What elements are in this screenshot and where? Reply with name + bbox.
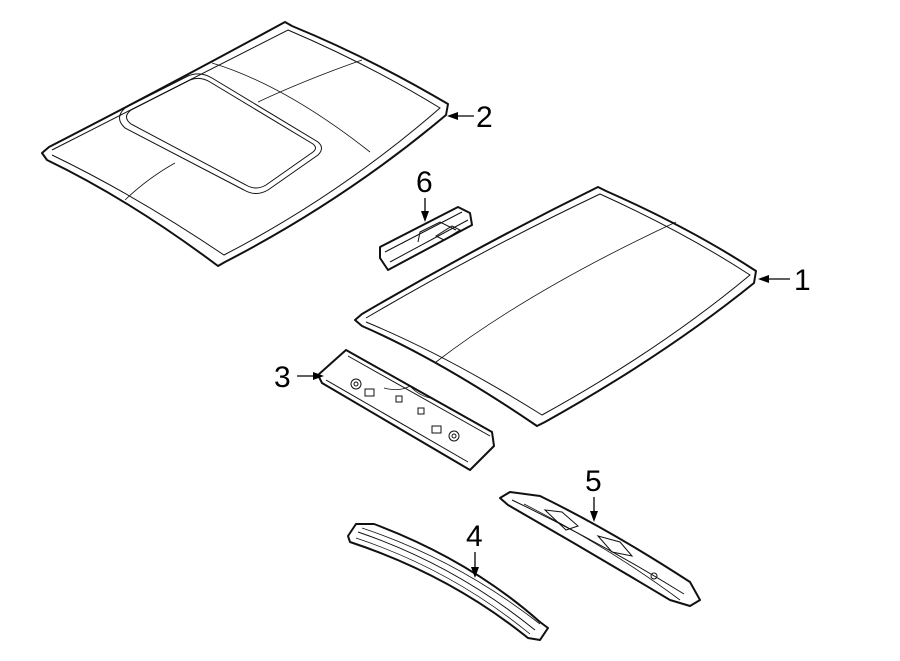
callout-3-label: 3 — [274, 361, 291, 394]
callout-6-label: 6 — [416, 166, 433, 199]
roof-panel-with-sunroof[interactable] — [41, 21, 449, 267]
callout-1-label: 1 — [794, 264, 811, 297]
callout-2-label: 2 — [476, 101, 493, 134]
callout-5-label: 5 — [585, 465, 602, 498]
callout-2: 2 — [447, 101, 493, 134]
callout-4: 4 — [466, 520, 483, 578]
callout-3: 3 — [274, 361, 324, 394]
rear-roof-bow[interactable] — [347, 523, 549, 641]
callout-5: 5 — [585, 465, 602, 522]
roof-panel[interactable] — [354, 186, 757, 427]
callout-1: 1 — [758, 264, 811, 297]
callout-4-label: 4 — [466, 520, 483, 553]
callout-6: 6 — [416, 166, 433, 222]
front-header-rail[interactable] — [317, 349, 495, 471]
roof-bracket[interactable] — [379, 206, 473, 271]
rear-header-rail[interactable] — [499, 491, 701, 607]
